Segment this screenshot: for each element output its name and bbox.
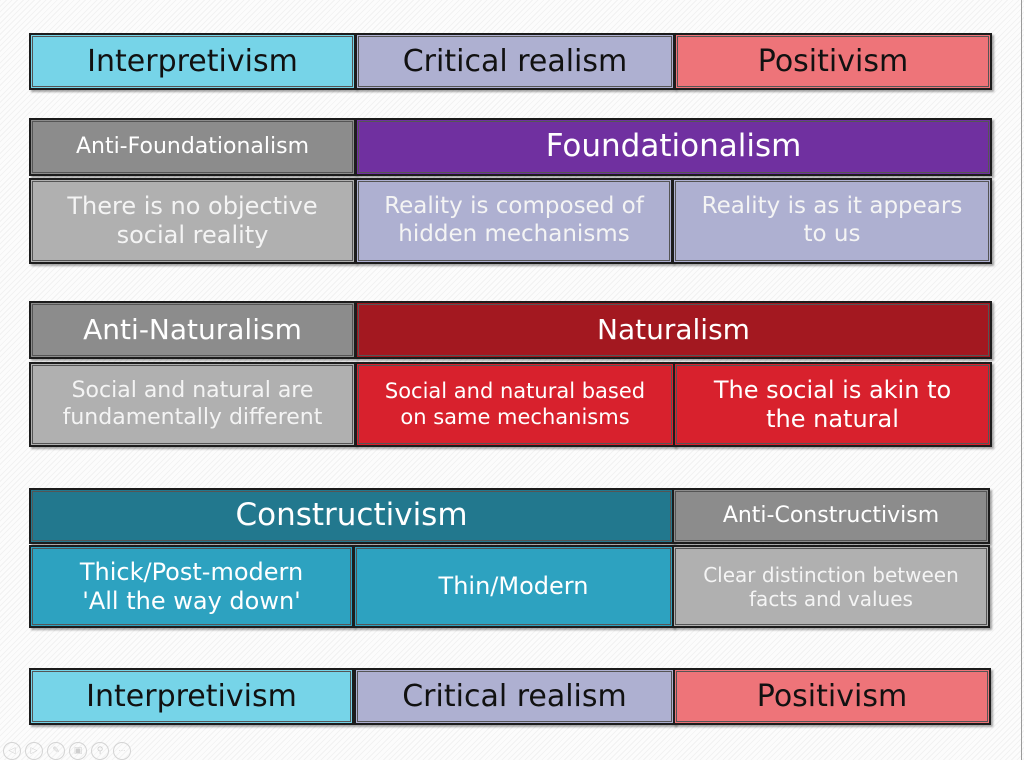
anti-foundationalism-header: Anti-Foundationalism [29,118,356,176]
top-critical-realism-cell: Critical realism [355,33,675,90]
magnifier-icon: ⚲ [96,745,104,756]
slides-grid-icon: ▣ [73,745,83,756]
bottom-positivism-label: Positivism [756,678,908,714]
hidden-mechanisms-text: Reality is composed of hidden mechanisms [384,193,644,247]
next-slide-icon: ▷ [30,745,38,756]
constructivism-label: Constructivism [235,497,468,534]
thin-modern-text: Thin/Modern [438,572,589,601]
bottom-critical-realism-label: Critical realism [402,678,627,714]
fundamentally-different-text: Social and natural are fundamentally dif… [62,378,323,430]
naturalism-header: Naturalism [355,301,992,359]
previous-slide-button[interactable]: ◁ [3,742,21,760]
ellipsis-icon: ··· [118,746,126,755]
next-slide-button[interactable]: ▷ [25,742,43,760]
bottom-interpretivism-cell: Interpretivism [29,668,354,725]
naturalism-label: Naturalism [597,313,750,347]
bottom-interpretivism-label: Interpretivism [86,678,297,714]
facts-values-text: Clear distinction between facts and valu… [703,562,959,611]
akin-to-natural-cell: The social is akin to the natural [673,362,992,447]
top-interpretivism-cell: Interpretivism [29,33,356,90]
pen-icon: ✎ [52,745,60,756]
top-positivism-label: Positivism [757,43,909,79]
thin-modern-cell: Thin/Modern [353,545,674,628]
hidden-mechanisms-cell: Reality is composed of hidden mechanisms [355,178,673,264]
top-interpretivism-label: Interpretivism [87,43,298,79]
akin-to-natural-text: The social is akin to the natural [713,375,952,433]
thick-post-modern-cell: Thick/Post-modern 'All the way down' [29,545,354,628]
anti-constructivism-header: Anti-Constructivism [672,488,990,544]
previous-slide-icon: ◁ [8,745,16,756]
bottom-positivism-cell: Positivism [673,668,991,725]
anti-naturalism-header: Anti-Naturalism [29,301,356,359]
top-critical-realism-label: Critical realism [402,43,628,79]
same-mechanisms-text: Social and natural based on same mechani… [384,379,646,429]
more-options-button[interactable]: ··· [113,742,131,760]
same-mechanisms-cell: Social and natural based on same mechani… [355,362,675,447]
as-it-appears-cell: Reality is as it appears to us [672,178,992,264]
constructivism-header: Constructivism [29,488,674,544]
as-it-appears-text: Reality is as it appears to us [701,193,963,247]
no-objective-reality-cell: There is no objective social reality [29,178,356,264]
fundamentally-different-cell: Social and natural are fundamentally dif… [29,362,356,447]
foundationalism-header: Foundationalism [355,118,992,176]
slide-edge-line [1021,0,1022,760]
top-positivism-cell: Positivism [674,33,992,90]
anti-foundationalism-label: Anti-Foundationalism [75,133,310,159]
facts-values-cell: Clear distinction between facts and valu… [672,545,990,628]
see-all-slides-button[interactable]: ▣ [69,742,87,760]
no-objective-reality-text: There is no objective social reality [67,192,318,249]
pen-button[interactable]: ✎ [47,742,65,760]
slideshow-toolbar: ◁ ▷ ✎ ▣ ⚲ ··· [3,742,131,760]
thick-post-modern-text: Thick/Post-modern 'All the way down' [79,557,304,615]
anti-constructivism-label: Anti-Constructivism [722,502,940,528]
zoom-button[interactable]: ⚲ [91,742,109,760]
anti-naturalism-label: Anti-Naturalism [83,313,302,347]
bottom-critical-realism-cell: Critical realism [354,668,675,725]
foundationalism-label: Foundationalism [545,128,802,165]
